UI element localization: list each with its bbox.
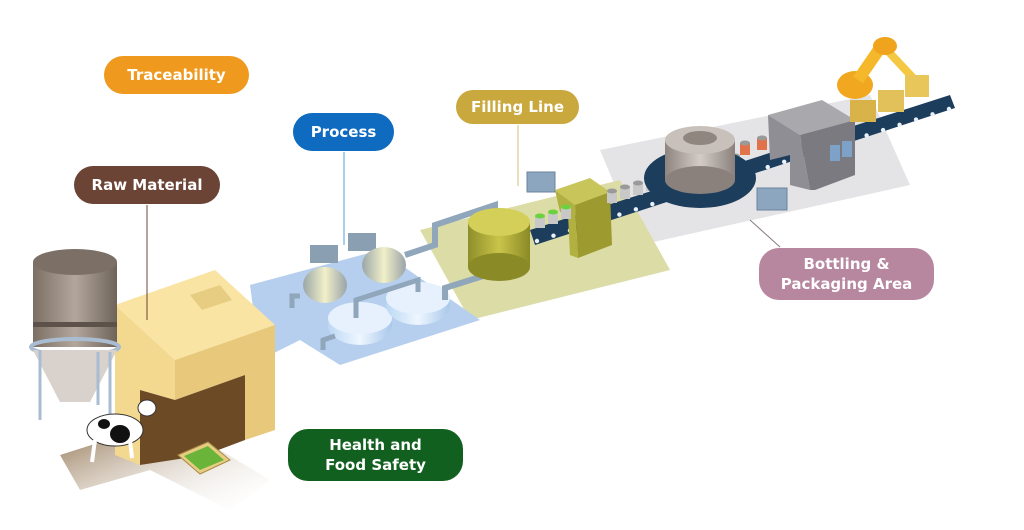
can: [633, 180, 643, 195]
raw-material-label[interactable]: Raw Material: [74, 166, 220, 204]
conveyor-roller: [864, 133, 869, 138]
process-label[interactable]: Process: [293, 113, 394, 151]
can: [620, 184, 630, 199]
raw-material-text: Raw Material: [91, 176, 203, 194]
conveyor-roller: [534, 238, 540, 244]
filling-line-label[interactable]: Filling Line: [456, 90, 579, 124]
leader-line: [749, 219, 781, 248]
can: [535, 213, 545, 228]
filling-machine-icon: [555, 178, 612, 258]
traceability-text: Traceability: [127, 66, 226, 84]
conveyor-roller: [897, 122, 902, 128]
bottling-text-line1: Bottling &: [803, 255, 890, 273]
process-text: Process: [310, 123, 377, 141]
traceability-label[interactable]: Traceability: [104, 56, 249, 94]
rotary-filler-icon: [644, 126, 756, 208]
conveyor-roller: [633, 207, 639, 212]
conveyor-roller: [765, 164, 770, 170]
conveyor-roller: [782, 159, 787, 164]
can: [561, 204, 571, 219]
health-text-line2: Food Safety: [325, 456, 426, 474]
bottling-packaging-label[interactable]: Bottling & Packaging Area: [759, 248, 934, 300]
motor-tank-icon: [289, 233, 406, 308]
health-food-safety-label[interactable]: Health and Food Safety: [288, 429, 463, 481]
conveyor-roller: [930, 112, 935, 117]
control-panel-icon: [756, 187, 788, 211]
can: [757, 135, 767, 150]
conveyor-roller: [880, 127, 886, 133]
health-text-line1: Health and: [329, 436, 422, 454]
conveyor-roller: [946, 106, 952, 112]
can: [607, 188, 617, 203]
conveyor-roller: [617, 212, 622, 217]
bottling-text-line2: Packaging Area: [780, 275, 913, 293]
silo-icon: [29, 249, 121, 430]
vegetable-crate-icon: [177, 441, 231, 475]
robot-arm-icon: [837, 37, 929, 99]
can: [740, 140, 750, 155]
packaging-machine-icon: [768, 100, 855, 190]
conveyor-roller: [551, 233, 556, 238]
conveyor-roller: [650, 201, 655, 207]
can: [548, 209, 558, 224]
filling-tank-icon: [468, 208, 530, 281]
control-panel-icon: [526, 171, 556, 193]
mixing-tank-icon: [320, 276, 450, 350]
filling-line-text: Filling Line: [470, 98, 564, 116]
boxes-icon: [850, 90, 904, 122]
cow-icon: [86, 399, 157, 463]
conveyor-roller: [913, 117, 919, 122]
